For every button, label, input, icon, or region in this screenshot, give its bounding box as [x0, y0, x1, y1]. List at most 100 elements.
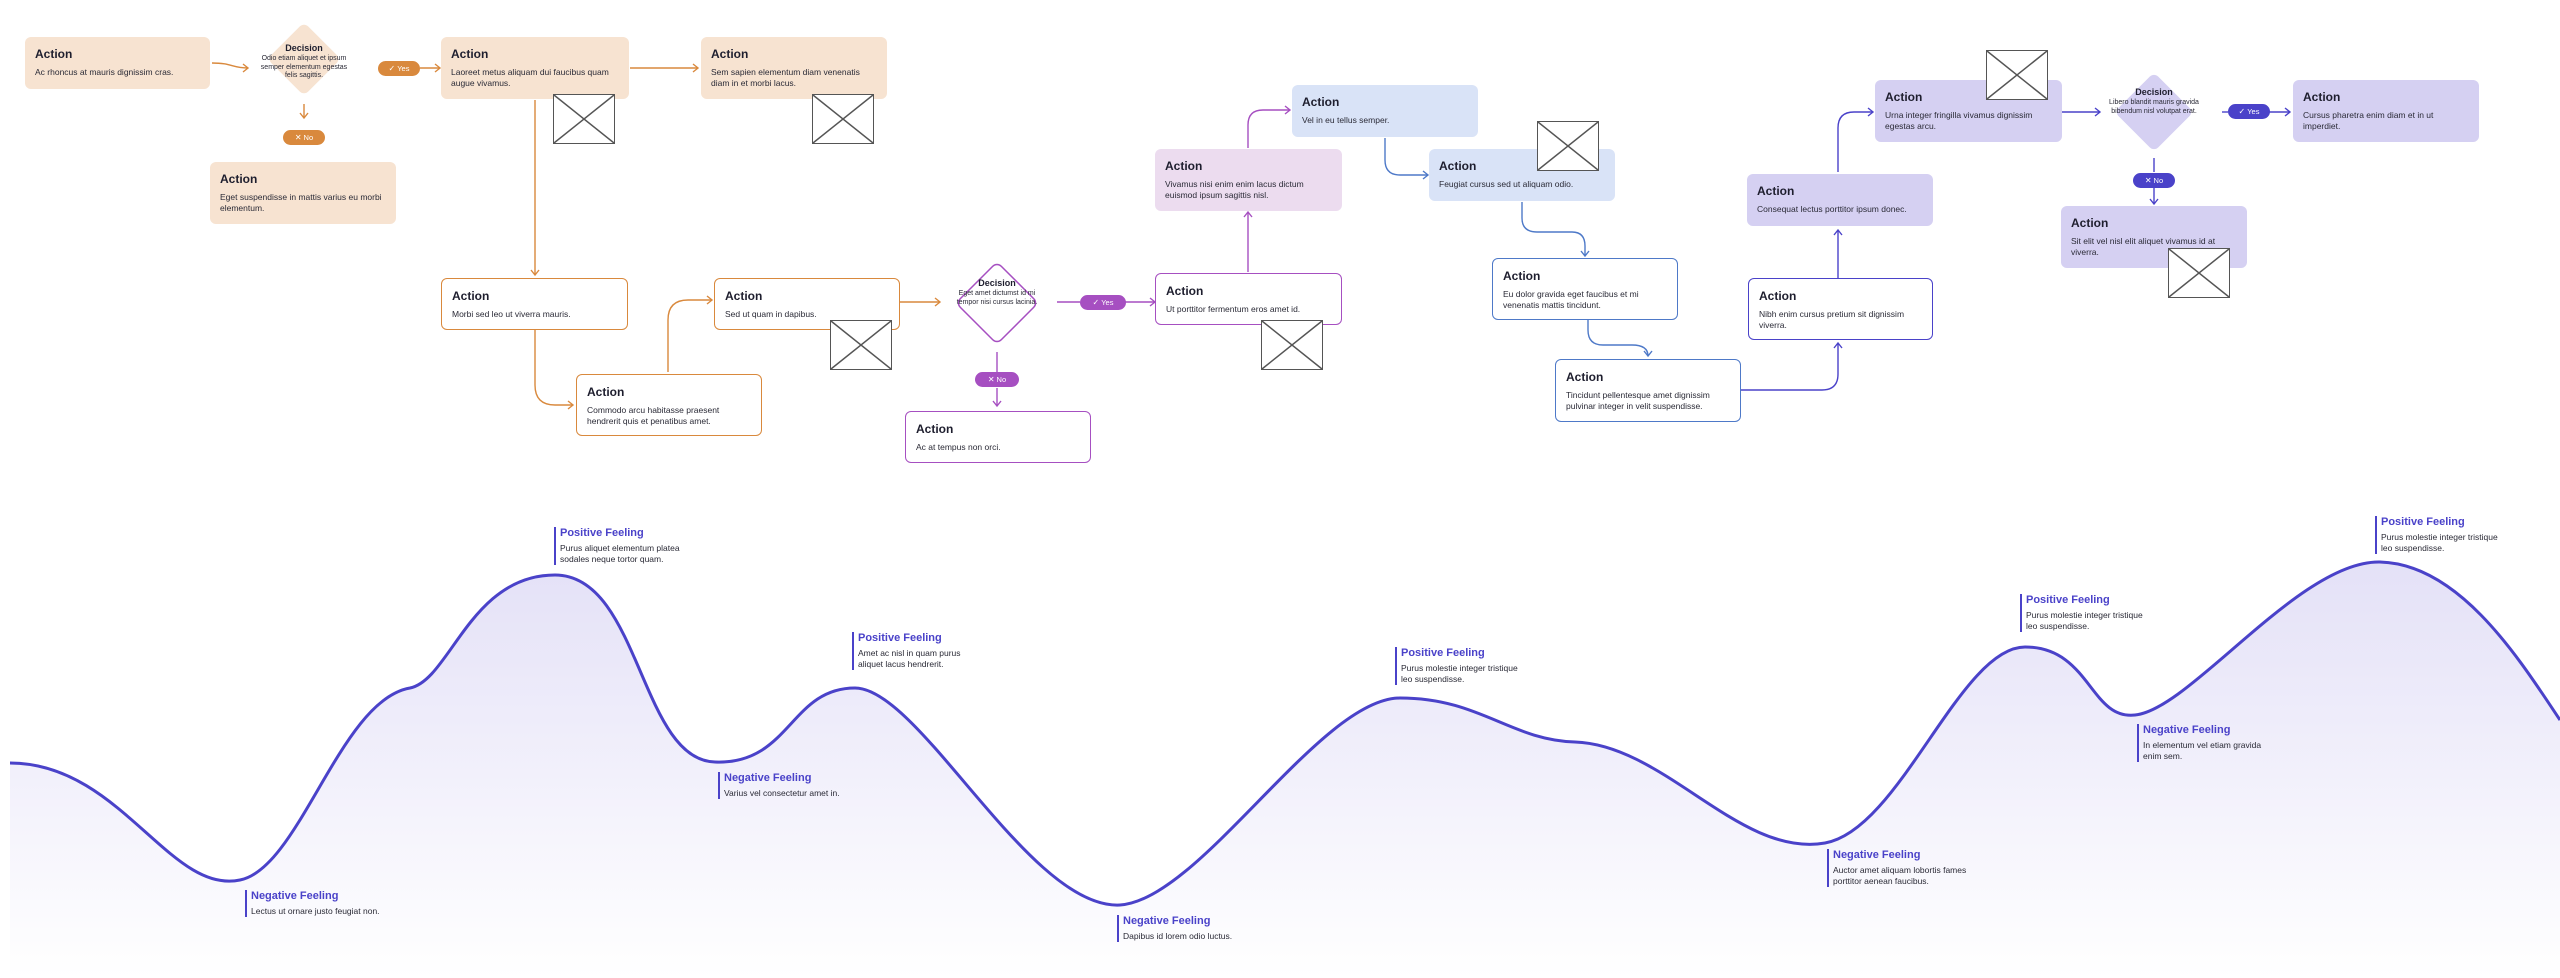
decision-2[interactable]: Decision Eget amet dictumst id mi tempor… [948, 278, 1046, 307]
feeling-heading: Positive Feeling [2026, 594, 2110, 606]
decision-diamond-3 [2116, 74, 2192, 150]
action-node-11[interactable]: Action Vel in eu tellus semper. [1292, 85, 1478, 137]
action-title: Action [451, 47, 489, 61]
no-badge: ✕No [283, 130, 325, 145]
x-icon: ✕ [987, 375, 995, 384]
feeling-heading: Negative Feeling [724, 772, 812, 784]
decision-diamond-2 [957, 263, 1037, 343]
action-title: Action [916, 422, 954, 436]
action-node-6[interactable]: Action Commodo arcu habitasse praesent h… [576, 374, 762, 436]
action-text: Ac rhoncus at mauris dignissim cras. [35, 67, 174, 77]
action-title: Action [725, 289, 763, 303]
action-title: Action [711, 47, 749, 61]
no-label: No [2153, 176, 2164, 185]
action-text: Laoreet metus aliquam dui faucibus quam … [451, 67, 609, 88]
action-title: Action [587, 385, 625, 399]
action-text: Feugiat cursus sed ut aliquam odio. [1439, 179, 1574, 189]
action-node-17[interactable]: Action Urna integer fringilla vivamus di… [1875, 80, 2062, 142]
no-label: No [996, 375, 1007, 384]
feeling-annotation-negative: Negative Feeling Dapibus id lorem odio l… [1117, 915, 1243, 942]
decision-1[interactable]: Decision Odio etiam aliquet et ipsum sem… [254, 43, 354, 81]
image-placeholder-icon [553, 94, 615, 144]
action-text: Sit elit vel nisl elit aliquet vivamus i… [2071, 236, 2216, 257]
yes-label: Yes [1101, 298, 1114, 307]
action-node-13[interactable]: Action Eu dolor gravida eget faucibus et… [1492, 258, 1678, 320]
action-node-4[interactable]: Action Sem sapien elementum diam venenat… [701, 37, 887, 99]
action-title: Action [1566, 370, 1604, 384]
feeling-heading: Negative Feeling [2143, 724, 2231, 736]
decision-title: Decision [2135, 87, 2173, 97]
feeling-annotation-positive: Positive Feeling Purus aliquet elementum… [554, 527, 690, 565]
action-text: Consequat lectus porttitor ipsum donec. [1757, 204, 1907, 214]
feeling-annotation-negative: Negative Feeling In elementum vel etiam … [2137, 724, 2273, 762]
feeling-text: Lectus ut ornare justo feugiat non. [251, 906, 380, 916]
feeling-annotation-positive: Positive Feeling Purus molestie integer … [2020, 594, 2156, 632]
feeling-text: Amet ac nisl in quam purus aliquet lacus… [858, 648, 961, 669]
action-title: Action [452, 289, 490, 303]
action-title: Action [2071, 216, 2109, 230]
action-node-1[interactable]: Action Ac rhoncus at mauris dignissim cr… [25, 37, 210, 89]
violet-connectors [1741, 107, 2292, 391]
action-text: Vivamus nisi enim enim lacus dictum euis… [1165, 179, 1304, 200]
no-badge: ✕No [2133, 173, 2175, 188]
action-text: Nibh enim cursus pretium sit dignissim v… [1759, 309, 1905, 330]
action-title: Action [1439, 159, 1477, 173]
action-node-10[interactable]: Action Vivamus nisi enim enim lacus dict… [1155, 149, 1342, 211]
action-title: Action [1503, 269, 1541, 283]
feeling-annotation-positive: Positive Feeling Purus molestie integer … [2375, 516, 2511, 554]
action-node-2[interactable]: Action Eget suspendisse in mattis varius… [210, 162, 396, 224]
feeling-text: Purus molestie integer tristique leo sus… [2381, 532, 2498, 553]
yes-badge: ✓Yes [1080, 295, 1126, 310]
action-text: Tincidunt pellentesque amet dignissim pu… [1566, 390, 1710, 411]
feeling-text: Dapibus id lorem odio luctus. [1123, 931, 1233, 941]
feeling-text: Purus molestie integer tristique leo sus… [1401, 663, 1518, 684]
feeling-annotation-negative: Negative Feeling Auctor amet aliquam lob… [1827, 849, 1973, 887]
emotion-curve-line [9, 560, 2560, 907]
action-title: Action [220, 172, 258, 186]
decision-title: Decision [978, 278, 1016, 288]
action-text: Commodo arcu habitasse praesent hendreri… [587, 405, 720, 426]
action-node-19[interactable]: Action Sit elit vel nisl elit aliquet vi… [2061, 206, 2247, 268]
blue-connectors [1384, 138, 1653, 358]
x-icon: ✕ [294, 133, 302, 142]
feeling-heading: Positive Feeling [1401, 647, 1485, 659]
action-title: Action [1166, 284, 1204, 298]
action-title: Action [1165, 159, 1203, 173]
action-title: Action [2303, 90, 2341, 104]
action-node-16[interactable]: Action Consequat lectus porttitor ipsum … [1747, 174, 1933, 226]
action-title: Action [1302, 95, 1340, 109]
action-node-15[interactable]: Action Nibh enim cursus pretium sit dign… [1748, 278, 1933, 340]
action-text: Ac at tempus non orci. [916, 442, 1001, 452]
action-text: Eu dolor gravida eget faucibus et mi ven… [1503, 289, 1639, 310]
yes-badge: ✓Yes [378, 61, 420, 76]
feeling-annotation-positive: Positive Feeling Purus molestie integer … [1395, 647, 1531, 685]
action-text: Cursus pharetra enim diam et in ut imper… [2303, 110, 2434, 131]
image-placeholder-icon [1261, 320, 1323, 370]
action-node-5[interactable]: Action Morbi sed leo ut viverra mauris. [441, 278, 628, 330]
feeling-annotation-negative: Negative Feeling Lectus ut ornare justo … [245, 890, 401, 917]
action-node-14[interactable]: Action Tincidunt pellentesque amet digni… [1555, 359, 1741, 422]
feeling-heading: Positive Feeling [858, 632, 942, 644]
action-text: Morbi sed leo ut viverra mauris. [452, 309, 571, 319]
feeling-text: In elementum vel etiam gravida enim sem. [2143, 740, 2262, 761]
feeling-heading: Negative Feeling [251, 890, 339, 902]
decision-text: Eget amet dictumst id mi tempor nisi cur… [956, 290, 1038, 306]
yes-label: Yes [2247, 107, 2260, 116]
decision-3[interactable]: Decision Libero blandit mauris gravida b… [2106, 87, 2202, 116]
action-node-9[interactable]: Action Ut porttitor fermentum eros amet … [1155, 273, 1342, 325]
action-text: Eget suspendisse in mattis varius eu mor… [220, 192, 382, 213]
decision-title: Decision [285, 43, 323, 53]
check-icon: ✓ [1092, 298, 1100, 307]
action-node-8[interactable]: Action Ac at tempus non orci. [905, 411, 1091, 463]
action-node-18[interactable]: Action Cursus pharetra enim diam et in u… [2293, 80, 2479, 142]
orange-connectors [211, 62, 942, 410]
feeling-text: Purus molestie integer tristique leo sus… [2026, 610, 2143, 631]
image-placeholder-icon [812, 94, 874, 144]
image-placeholder-icon [2168, 248, 2230, 298]
x-icon: ✕ [2144, 176, 2152, 185]
action-title: Action [1757, 184, 1795, 198]
image-placeholder-icon [1986, 50, 2048, 100]
action-node-3[interactable]: Action Laoreet metus aliquam dui faucibu… [441, 37, 629, 99]
action-node-12[interactable]: Action Feugiat cursus sed ut aliquam odi… [1429, 149, 1615, 201]
